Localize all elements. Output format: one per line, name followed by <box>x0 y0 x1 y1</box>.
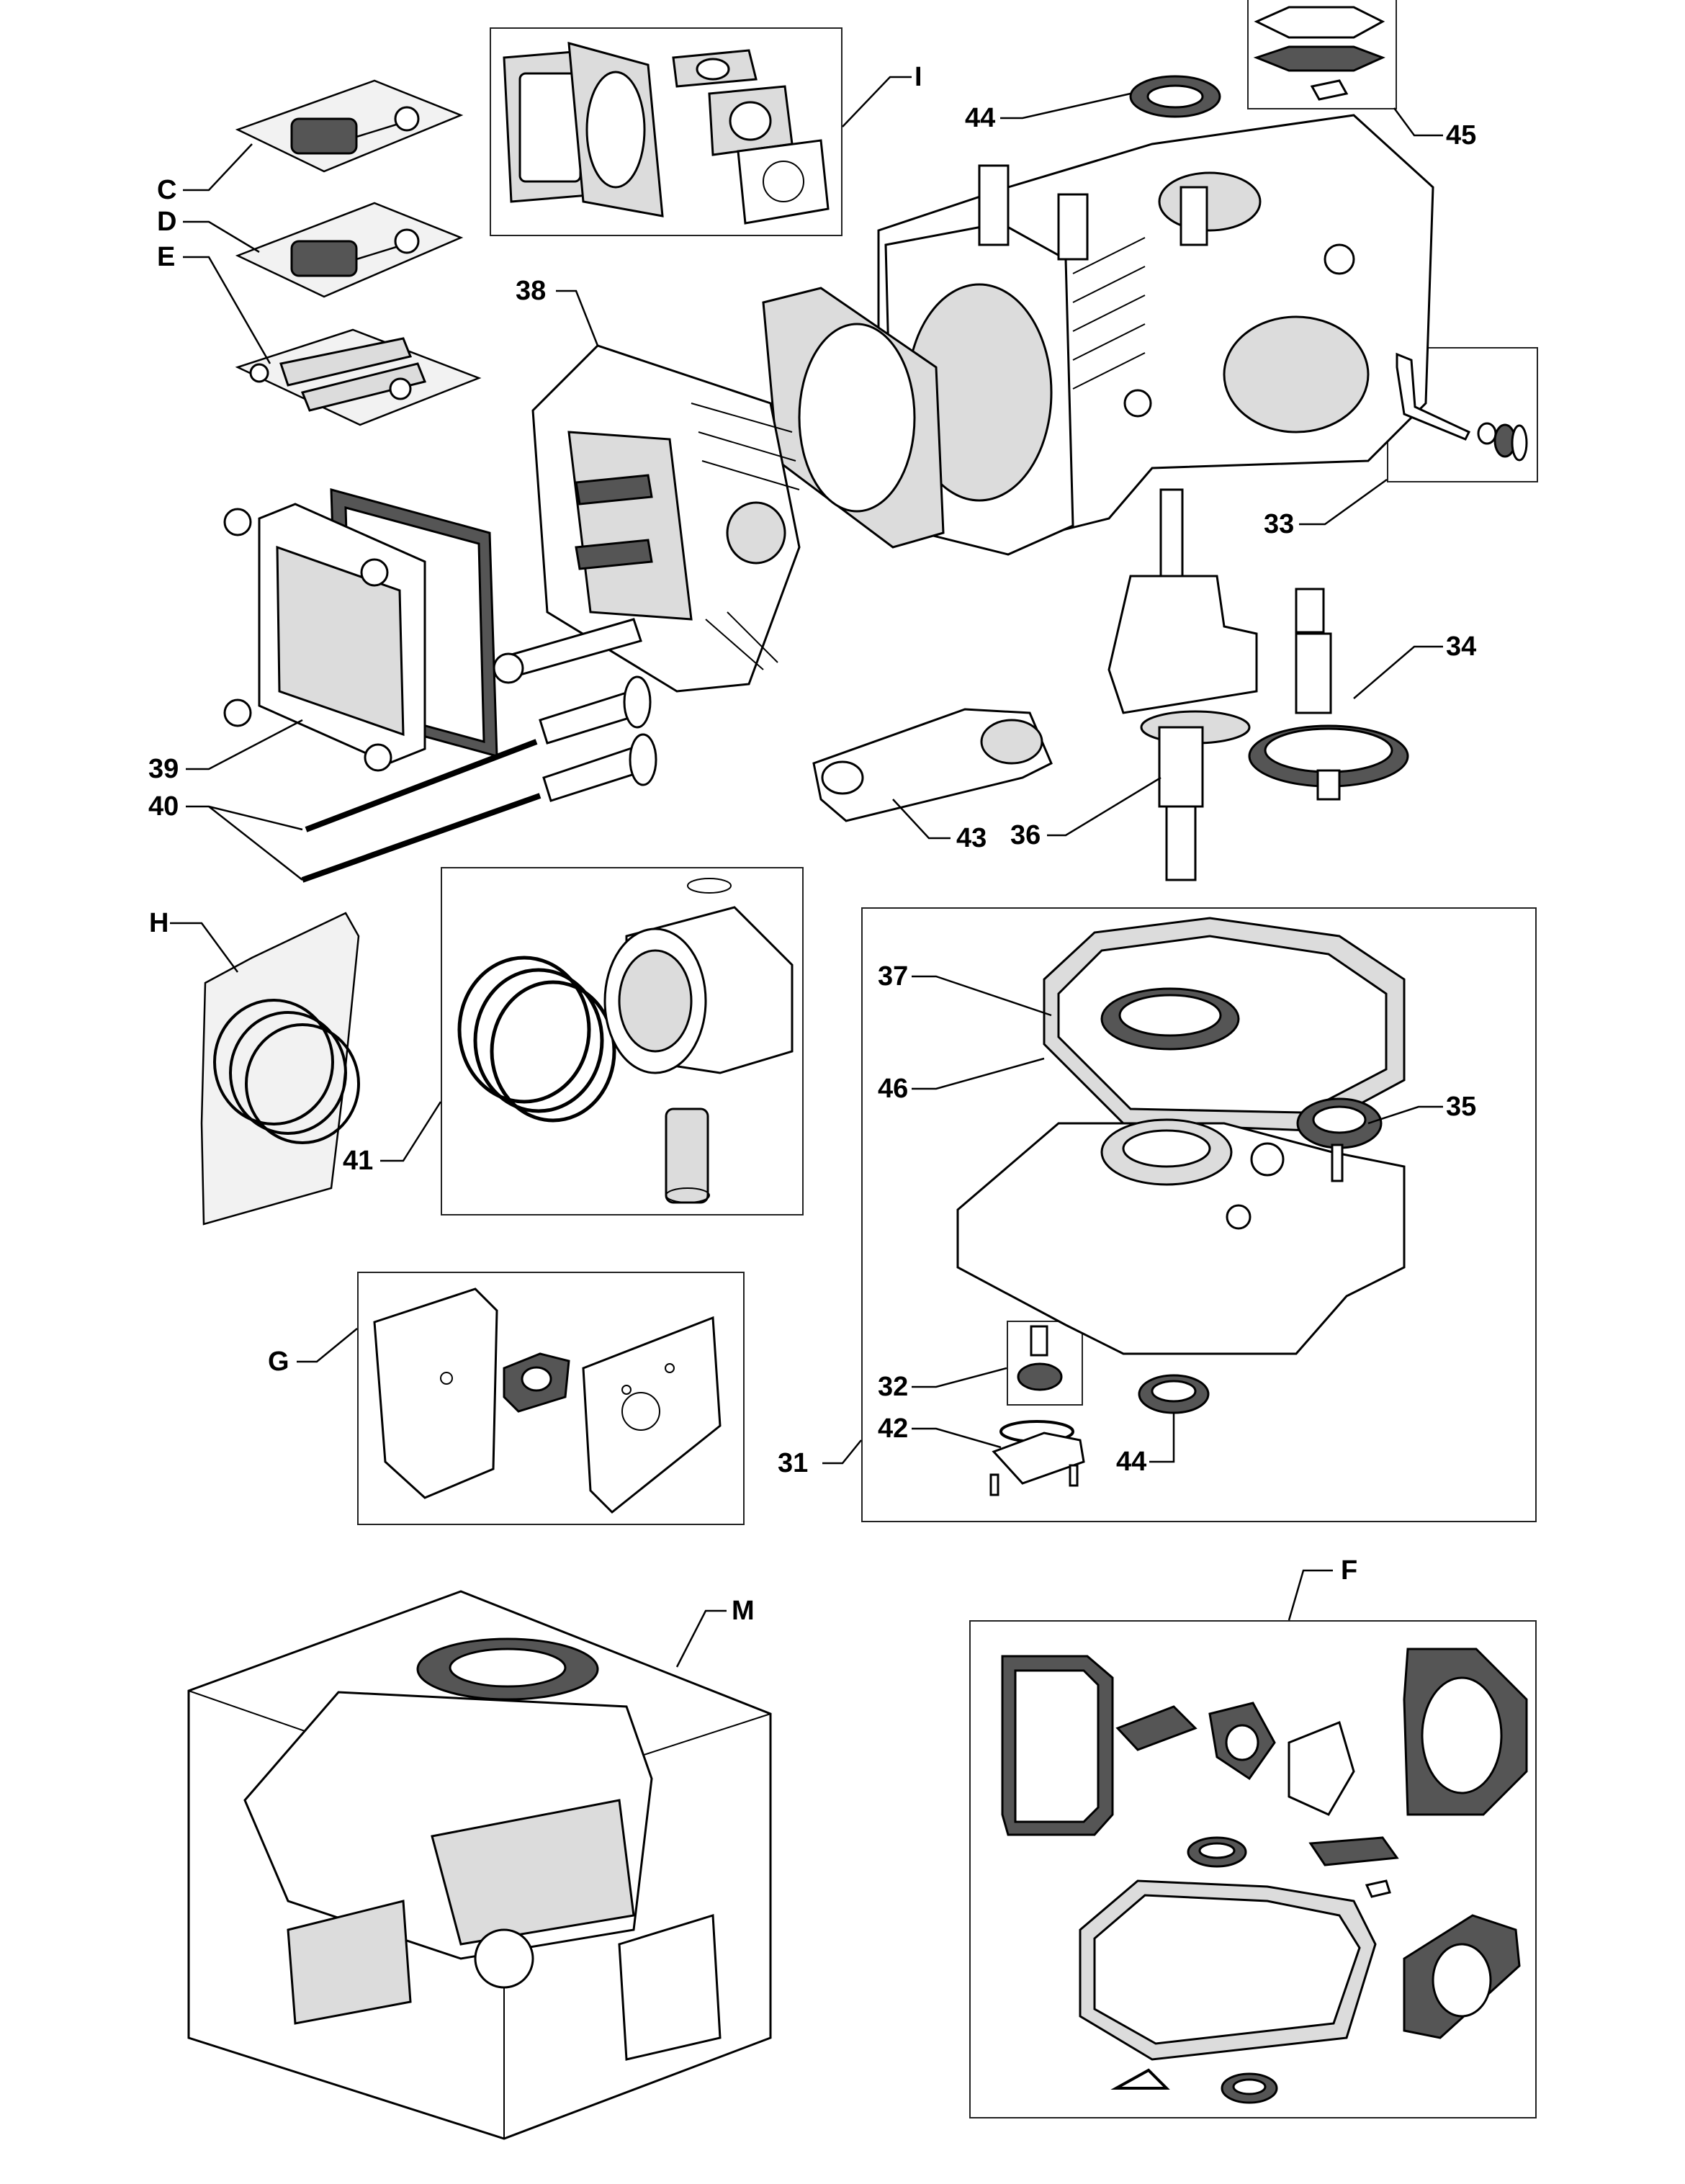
callout-42: 42 <box>878 1414 909 1444</box>
callout-32: 32 <box>878 1372 909 1402</box>
oil-seal-44-top-illustration <box>1129 75 1221 118</box>
callout-45: 45 <box>1446 120 1477 150</box>
oil-sump-31-illustration <box>956 1118 1406 1355</box>
callout-38: 38 <box>516 276 547 306</box>
piston-ring-kit-h-illustration <box>200 912 360 1226</box>
callout-m: M <box>732 1596 755 1626</box>
callout-33: 33 <box>1264 509 1295 539</box>
callout-44-top: 44 <box>965 103 996 133</box>
oil-seal-44-bottom-illustration <box>1138 1374 1210 1414</box>
callout-41: 41 <box>343 1146 374 1176</box>
shield-kit-g-illustration <box>373 1288 722 1514</box>
push-rods-40-illustration <box>301 675 657 883</box>
cover-plate-42-illustration <box>989 1420 1085 1496</box>
camshaft-34-illustration <box>1248 588 1409 801</box>
callout-f: F <box>1341 1555 1358 1586</box>
gasket-kit-f-illustration <box>1001 1648 1528 2104</box>
kit-frame-32 <box>1007 1321 1083 1406</box>
gasket-kit-45-illustration <box>1253 6 1385 101</box>
callout-40: 40 <box>148 791 179 822</box>
valve-kit-d-illustration <box>235 202 464 298</box>
crankcase-block-illustration <box>877 114 1434 556</box>
kit-frame-45 <box>1247 0 1397 109</box>
cylinder-head-38-illustration <box>493 344 801 693</box>
callout-34: 34 <box>1446 632 1477 662</box>
callout-35: 35 <box>1446 1092 1477 1122</box>
callout-46: 46 <box>878 1074 909 1104</box>
bearing-37-illustration <box>1100 987 1240 1051</box>
kit-frame-31 <box>861 907 1537 1522</box>
callout-i: I <box>915 62 922 92</box>
complete-engine-m-illustration <box>187 1590 772 2140</box>
kit-frame-i <box>490 27 842 236</box>
connecting-rod-43-illustration <box>812 708 1053 822</box>
callout-g: G <box>268 1347 289 1377</box>
callout-d: D <box>157 207 177 237</box>
callout-44-bottom: 44 <box>1116 1447 1147 1477</box>
callout-36: 36 <box>1010 820 1041 850</box>
kit-frame-41 <box>441 867 804 1215</box>
kit-frame-g <box>357 1272 745 1525</box>
leader-lines <box>170 76 1443 1668</box>
callout-e: E <box>157 242 176 272</box>
head-gasket-illustration <box>762 287 945 549</box>
callout-31: 31 <box>778 1448 809 1478</box>
gasket-kit-i-illustration <box>503 41 830 225</box>
callout-37: 37 <box>878 961 909 992</box>
rocker-kit-e-illustration <box>235 328 482 426</box>
piston-kit-41-illustration <box>457 878 794 1204</box>
callout-39: 39 <box>148 754 179 784</box>
governor-gear-35-illustration <box>1296 1097 1383 1182</box>
kit-frame-f <box>969 1620 1537 2118</box>
callout-h: H <box>149 908 169 938</box>
callout-43: 43 <box>956 823 987 853</box>
oil-pump-32-illustration <box>1017 1325 1063 1391</box>
crankshaft-36-illustration <box>1107 488 1258 881</box>
valve-kit-c-illustration <box>235 79 464 173</box>
valve-cover-39-illustration <box>223 503 426 772</box>
callout-c: C <box>157 175 177 205</box>
governor-lever-33-illustration <box>1396 352 1528 462</box>
